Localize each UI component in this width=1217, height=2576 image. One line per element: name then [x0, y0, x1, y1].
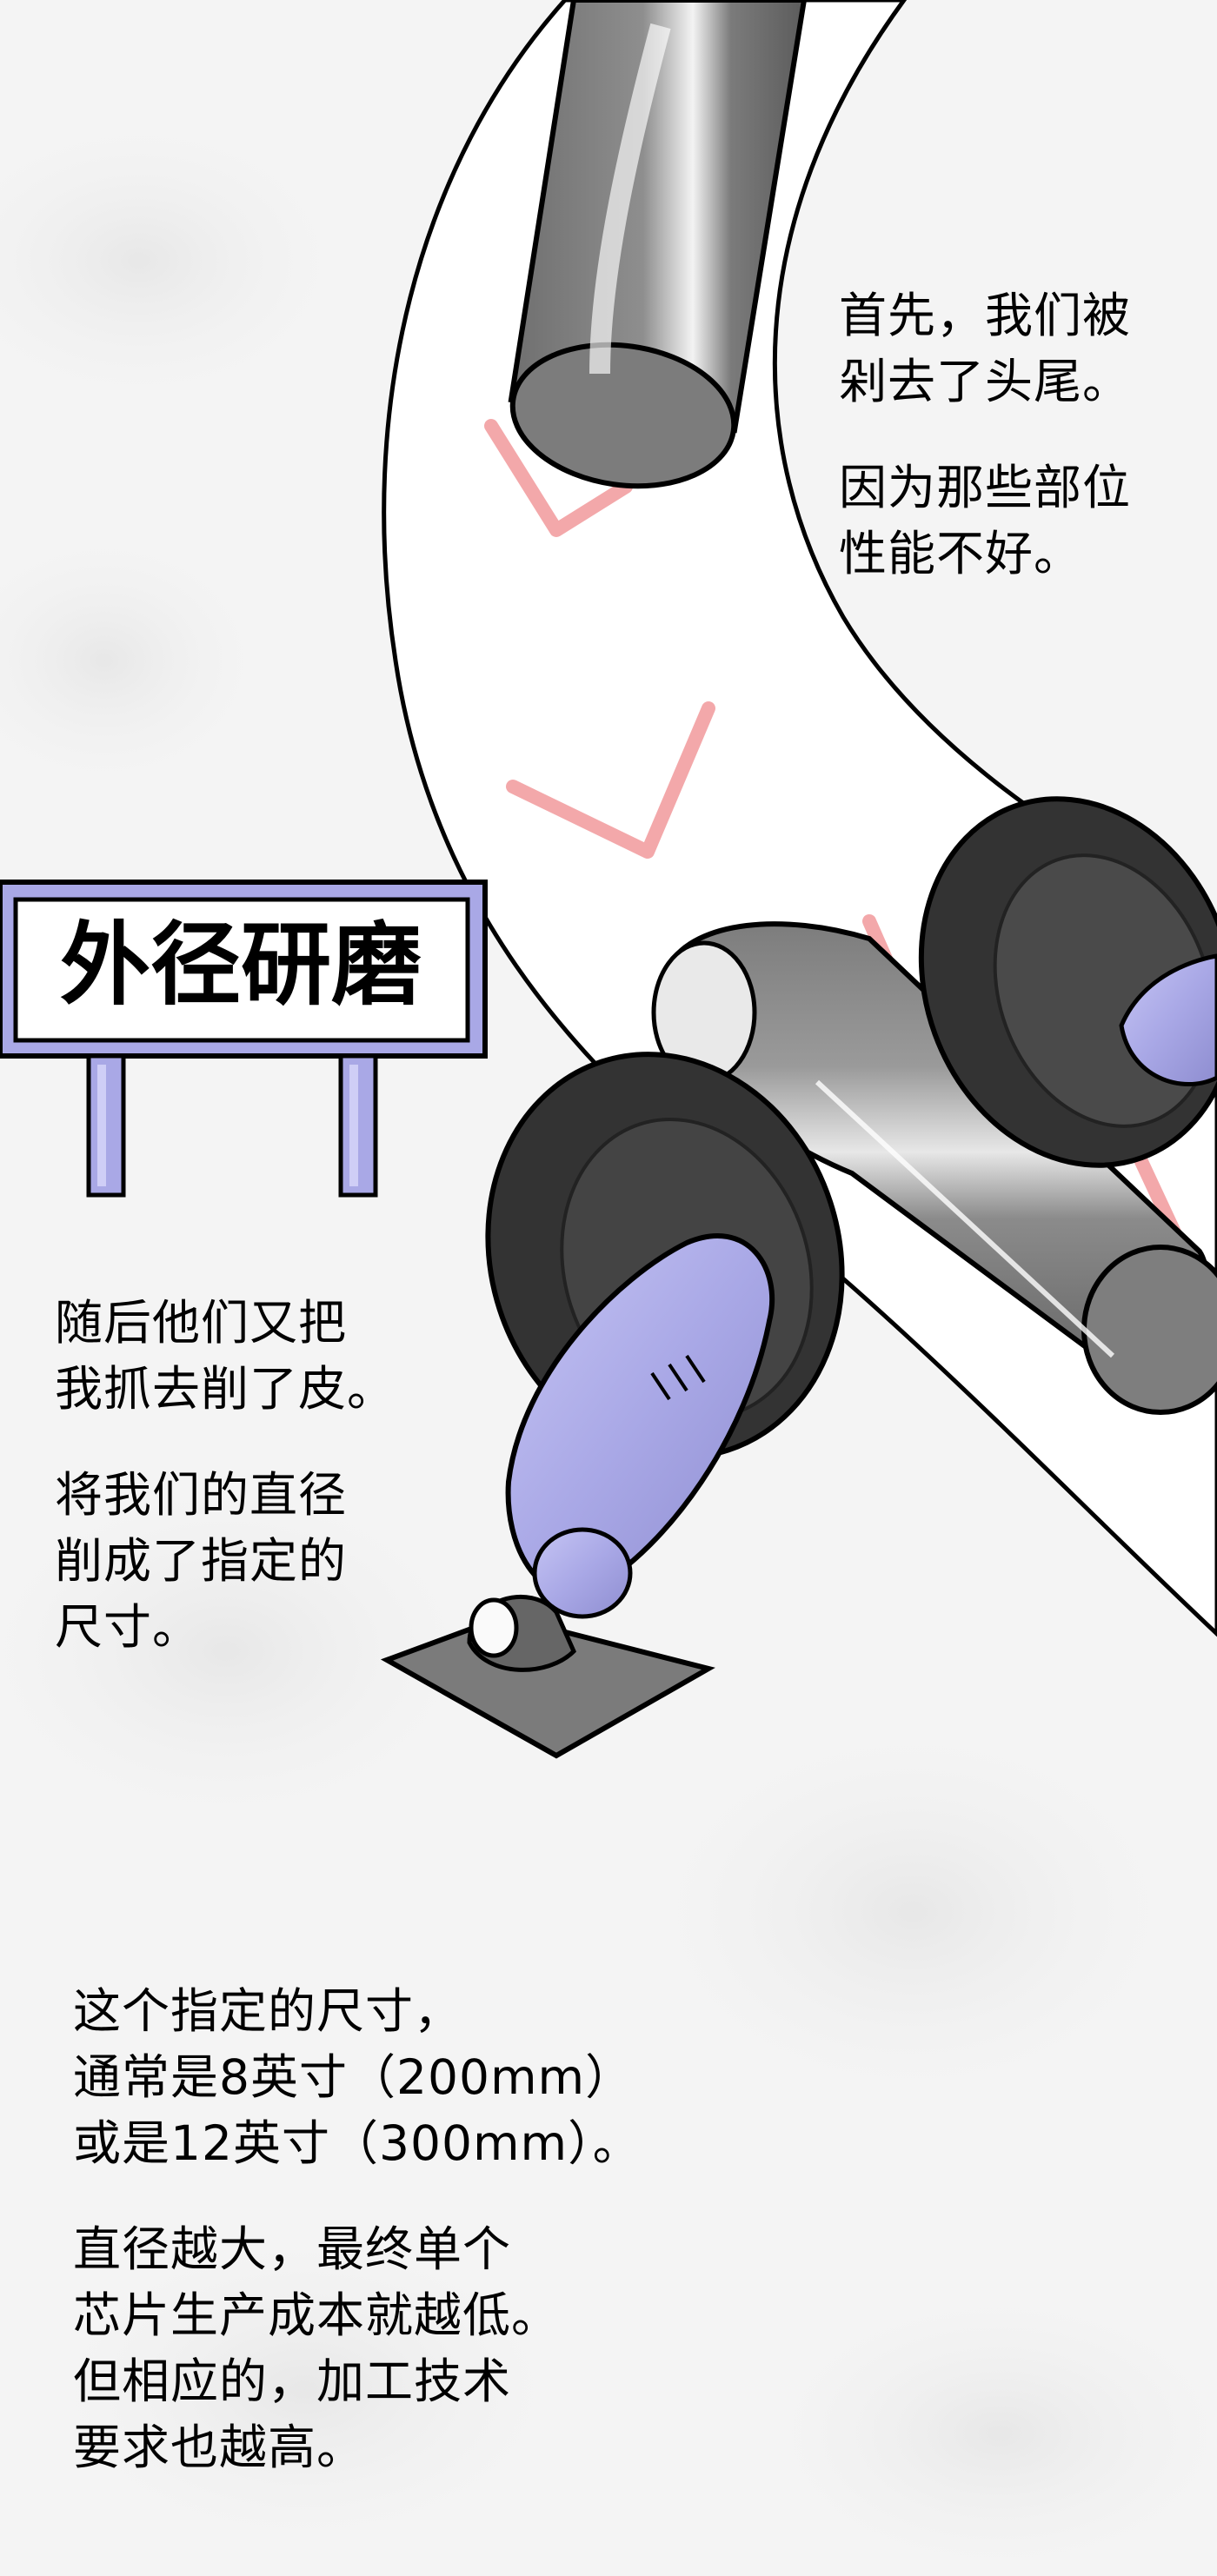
paragraph-gap: [55, 1422, 396, 1462]
caption-line: 首先，我们被: [839, 288, 1132, 343]
arm-base: [380, 1595, 715, 1759]
caption-line: 或是12英寸（300mm）。: [73, 2115, 642, 2171]
ingot-top: [508, 0, 808, 489]
caption-line: 直径越大，最终单个: [73, 2221, 512, 2277]
caption-line: 削成了指定的: [55, 1533, 348, 1589]
caption-line: 芯片生产成本就越低。: [73, 2287, 561, 2343]
caption-middle-left: 随后他们又把 我抓去削了皮。 将我们的直径 削成了指定的 尺寸。: [55, 1290, 396, 1660]
paragraph-gap: [73, 2176, 642, 2216]
caption-line: 要求也越高。: [73, 2420, 366, 2475]
caption-line: 通常是8英寸（200mm）: [73, 2049, 635, 2105]
caption-line: 我抓去削了皮。: [55, 1361, 396, 1417]
caption-line: 尺寸。: [55, 1599, 202, 1655]
sign-title: 外径研磨: [59, 912, 422, 1018]
caption-line: 这个指定的尺寸，: [73, 1983, 463, 2039]
grinder-arm: [505, 1233, 775, 1619]
caption-line: 随后他们又把: [55, 1295, 348, 1351]
caption-top-right: 首先，我们被 剁去了头尾。 因为那些部位 性能不好。: [839, 282, 1131, 587]
ingot-grinding: [651, 921, 1217, 1415]
caption-line: 但相应的，加工技术: [73, 2354, 512, 2409]
caption-line: 性能不好。: [839, 526, 1083, 581]
caption-line: 因为那些部位: [839, 460, 1132, 515]
paragraph-gap: [839, 415, 1131, 455]
sign-board: [0, 880, 488, 1198]
caption-line: 将我们的直径: [55, 1467, 348, 1523]
grinding-wheel-right: [918, 796, 1217, 1168]
caption-line: 剁去了头尾。: [839, 354, 1132, 409]
caption-bottom: 这个指定的尺寸， 通常是8英寸（200mm） 或是12英寸（300mm）。 直径…: [73, 1978, 642, 2480]
